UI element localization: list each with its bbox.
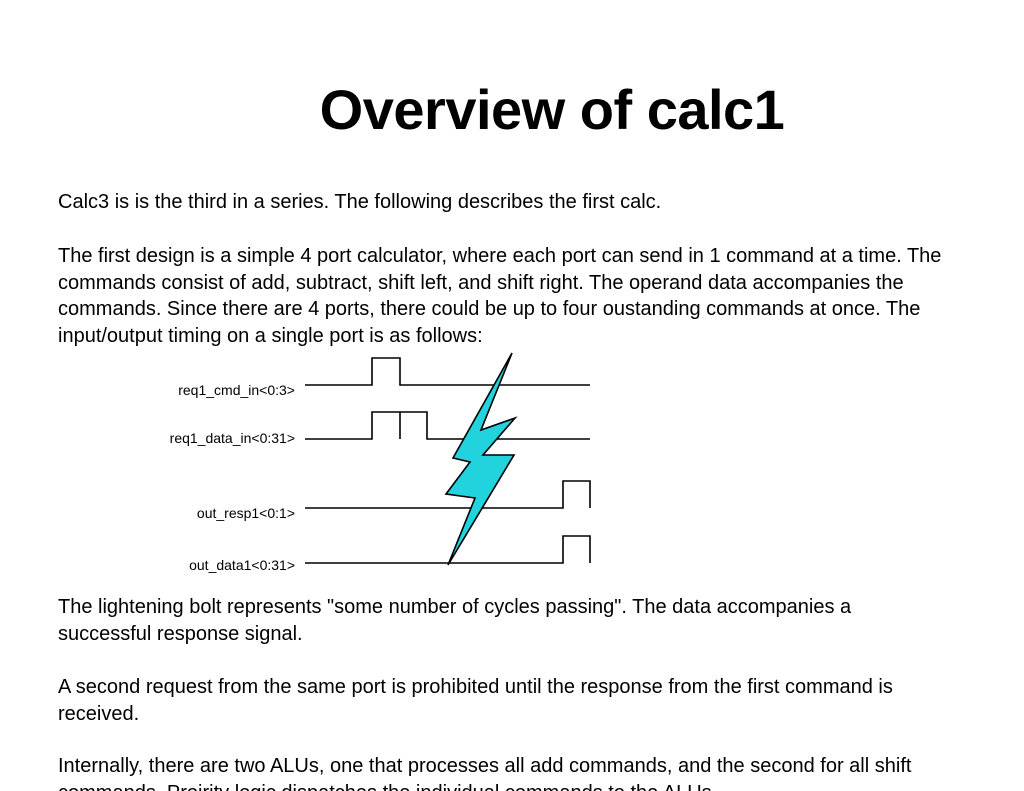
paragraph-bolt-note: The lightening bolt represents "some num… (58, 594, 851, 647)
waveform-req1-data-in (305, 411, 590, 440)
paragraph-line: Internally, there are two ALUs, one that… (58, 755, 912, 777)
paragraph-second-request: A second request from the same port is p… (58, 674, 893, 727)
waveform-req1-cmd-in (305, 357, 590, 386)
lightning-bolt-icon (444, 352, 518, 566)
paragraph-line: received. (58, 702, 140, 725)
paragraph-line: commands consist of add, subtract, shift… (58, 271, 904, 294)
slide-title: Overview of calc1 (319, 78, 785, 141)
paragraph-line: successful response signal. (58, 622, 303, 645)
timing-diagram: req1_cmd_in<0:3> req1_data_in<0:31> out_… (170, 352, 591, 573)
paragraph-line: commands. Proirity logic dispatches the … (58, 780, 911, 791)
paragraph-line: commands. Since there are 4 ports, there… (58, 298, 921, 320)
paragraph-line: input/output timing on a single port is … (58, 324, 483, 347)
paragraph-line: The first design is a simple 4 port calc… (58, 245, 942, 267)
signal-label-out-data1: out_data1<0:31> (189, 557, 295, 573)
paragraph-line: The lightening bolt represents "some num… (58, 596, 852, 618)
waveform-out-data1 (305, 535, 591, 564)
signal-label-req1-data-in: req1_data_in<0:31> (170, 430, 295, 446)
paragraph-design: The first design is a simple 4 port calc… (58, 243, 941, 349)
paragraph-internal: Internally, there are two ALUs, one that… (58, 753, 911, 791)
paragraph-intro: Calc3 is is the third in a series. The f… (58, 189, 661, 216)
paragraph-line: Calc3 is is the third in a series. The f… (58, 191, 662, 213)
signal-label-out-resp1: out_resp1<0:1> (197, 505, 295, 521)
paragraph-line: A second request from the same port is p… (58, 676, 893, 698)
signal-label-req1-cmd-in: req1_cmd_in<0:3> (178, 382, 295, 398)
